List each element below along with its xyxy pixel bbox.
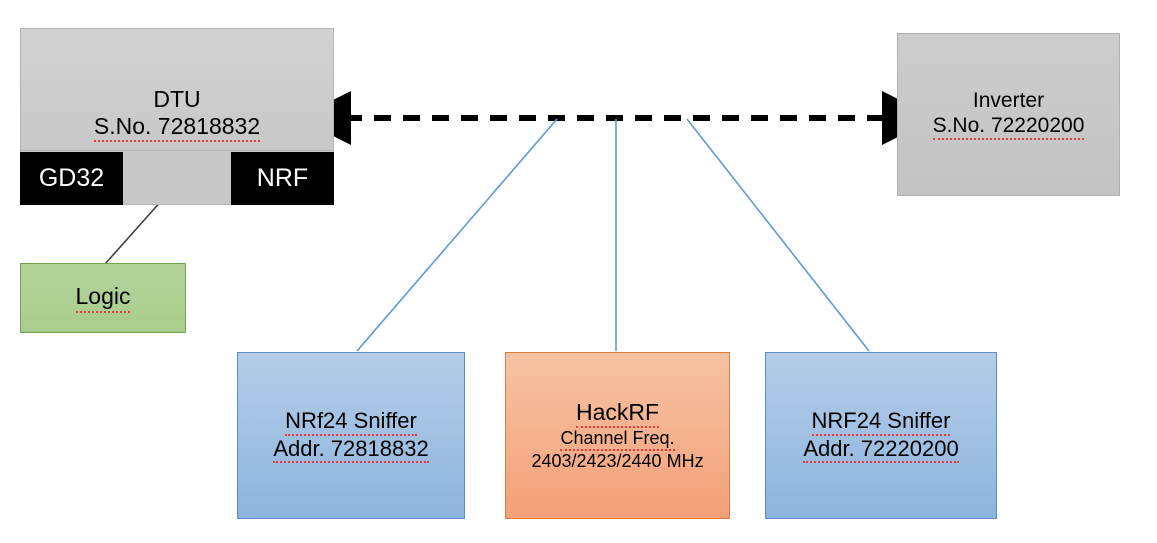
- node-hackrf[interactable]: HackRF Channel Freq. 2403/2423/2440 MHz: [505, 352, 730, 519]
- node-logic[interactable]: Logic: [20, 263, 186, 333]
- logic-label: Logic: [75, 283, 131, 313]
- dtu-title: DTU: [153, 85, 201, 112]
- node-inverter[interactable]: Inverter S.No. 72220200: [897, 33, 1120, 196]
- node-sniffer-left[interactable]: NRf24 Sniffer Addr. 72818832: [237, 352, 465, 519]
- node-sniffer-right[interactable]: NRF24 Sniffer Addr. 72220200: [765, 352, 997, 519]
- dtu-serial: S.No. 72818832: [93, 113, 261, 142]
- node-gd32[interactable]: GD32: [20, 152, 123, 205]
- sniffer-right-title: NRF24 Sniffer: [811, 408, 951, 436]
- inverter-serial: S.No. 72220200: [932, 114, 1085, 141]
- inverter-title: Inverter: [972, 88, 1045, 112]
- hackrf-title: HackRF: [575, 399, 660, 428]
- sniffer-right-tap-line: [686, 118, 870, 352]
- hackrf-subtitle: Channel Freq.: [560, 428, 675, 452]
- node-nrf[interactable]: NRF: [231, 152, 334, 205]
- hackrf-frequencies: 2403/2423/2440 MHz: [531, 451, 704, 472]
- node-dtu[interactable]: DTU S.No. 72818832: [20, 28, 334, 151]
- gd32-label: GD32: [38, 164, 105, 192]
- sniffer-right-addr: Addr. 72220200: [803, 436, 959, 464]
- nrf-label: NRF: [256, 164, 309, 192]
- sniffer-left-title: NRf24 Sniffer: [285, 408, 417, 436]
- sniffer-left-tap-line: [356, 118, 558, 352]
- sniffer-left-addr: Addr. 72818832: [273, 436, 429, 464]
